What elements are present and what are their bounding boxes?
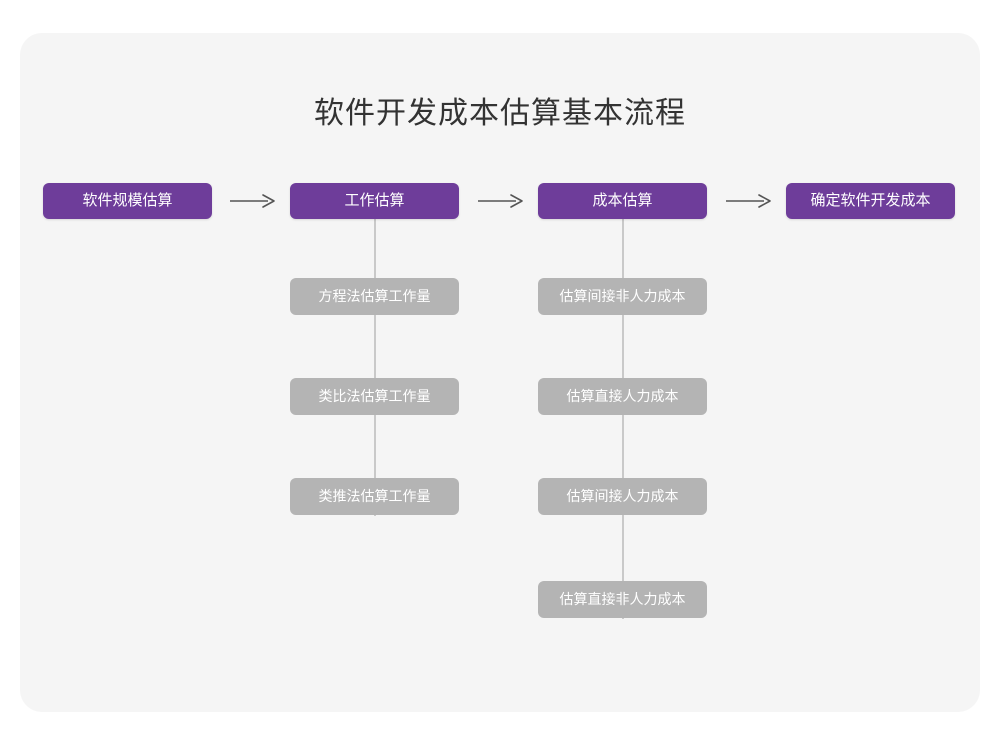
arrow-right-icon-1	[230, 193, 276, 209]
arrow-right-icon-3	[726, 193, 772, 209]
substep-box-indirect-nonlabor-cost[interactable]: 估算间接非人力成本	[538, 278, 707, 315]
substep-box-analogy-method-effort[interactable]: 类比法估算工作量	[290, 378, 459, 415]
arrow-right-icon-2	[478, 193, 524, 209]
connector-line-stage3	[622, 218, 624, 619]
substep-box-direct-labor-cost[interactable]: 估算直接人力成本	[538, 378, 707, 415]
stage-box-cost-estimation[interactable]: 成本估算	[538, 183, 707, 219]
stage-box-effort-estimation[interactable]: 工作估算	[290, 183, 459, 219]
connector-line-stage2	[374, 218, 376, 516]
substep-box-direct-nonlabor-cost[interactable]: 估算直接非人力成本	[538, 581, 707, 618]
diagram-card	[20, 33, 980, 712]
page-title: 软件开发成本估算基本流程	[314, 97, 686, 130]
stage-box-software-scale-estimation[interactable]: 软件规模估算	[43, 183, 212, 219]
substep-box-equation-method-effort[interactable]: 方程法估算工作量	[290, 278, 459, 315]
substep-box-indirect-labor-cost[interactable]: 估算间接人力成本	[538, 478, 707, 515]
stage-box-determine-development-cost[interactable]: 确定软件开发成本	[786, 183, 955, 219]
substep-box-analogue-method-effort[interactable]: 类推法估算工作量	[290, 478, 459, 515]
